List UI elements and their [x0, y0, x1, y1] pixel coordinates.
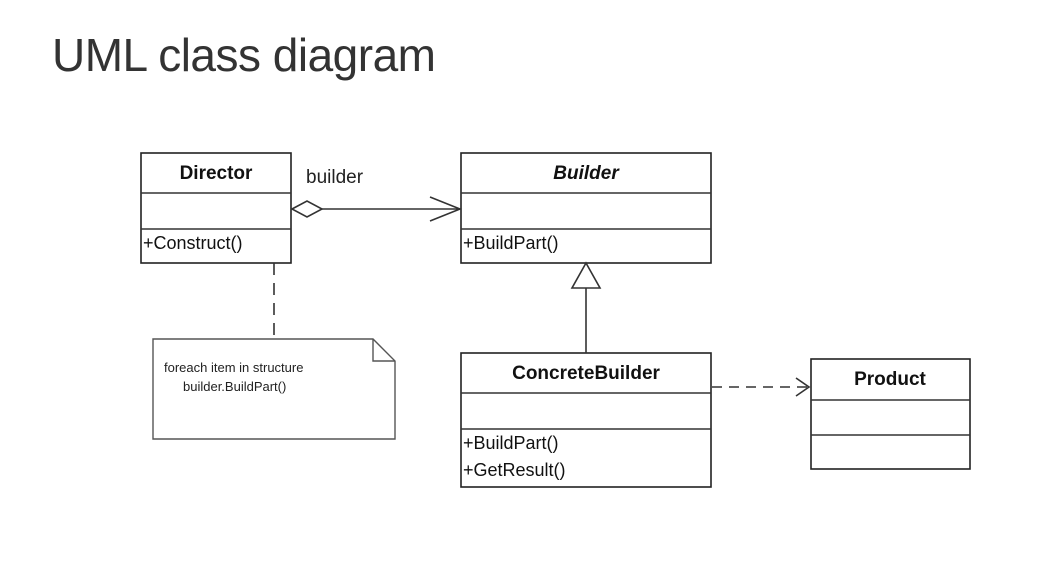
class-concrete-builder[interactable]: ConcreteBuilder +BuildPart() +GetResult(…	[460, 352, 712, 488]
inheritance-triangle	[570, 261, 602, 289]
navigability-arrowhead	[429, 196, 463, 222]
class-concrete-builder-operation: +BuildPart()	[463, 433, 559, 453]
note-text-line: foreach item in structure	[164, 360, 303, 375]
class-director-name: Director	[180, 163, 253, 184]
class-director[interactable]: Director +Construct()	[140, 152, 292, 264]
dependency-arrowhead	[795, 377, 811, 397]
class-product-name: Product	[854, 369, 926, 390]
note-shape	[152, 338, 396, 440]
class-builder-name: Builder	[553, 163, 620, 184]
aggregation-director-builder: builder	[290, 167, 463, 222]
class-builder[interactable]: Builder +BuildPart()	[460, 152, 712, 264]
note-text-line: builder.BuildPart()	[183, 379, 286, 394]
class-director-operation: +Construct()	[143, 233, 243, 253]
association-role-label: builder	[306, 167, 364, 188]
page-title: UML class diagram	[52, 29, 436, 81]
generalization-concretebuilder-builder	[570, 261, 602, 353]
note: foreach item in structure builder.BuildP…	[152, 338, 396, 440]
class-concrete-builder-name: ConcreteBuilder	[512, 363, 660, 384]
dependency-concretebuilder-product	[712, 377, 811, 397]
class-concrete-builder-operation: +GetResult()	[463, 460, 566, 480]
aggregation-diamond	[290, 200, 324, 218]
class-builder-operation: +BuildPart()	[463, 233, 559, 253]
class-product[interactable]: Product	[810, 358, 971, 470]
note-folded-corner	[372, 339, 395, 362]
